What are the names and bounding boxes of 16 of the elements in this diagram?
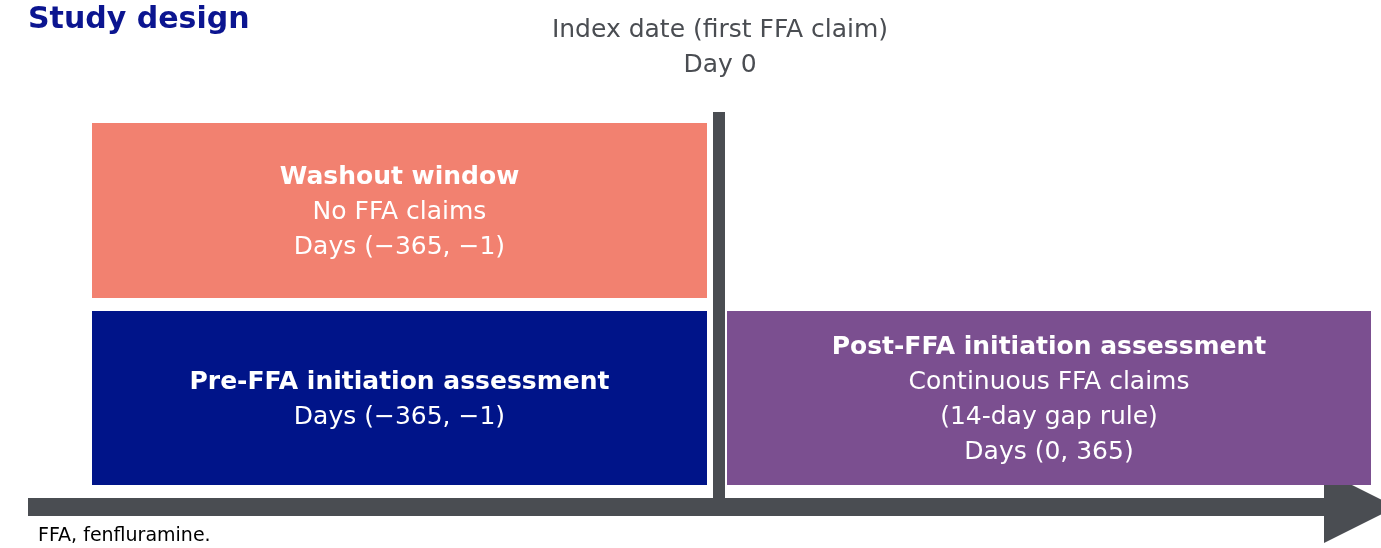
assessment-box [727, 311, 1371, 485]
assessment-box [92, 311, 707, 485]
washout-window-box [92, 123, 707, 298]
box-heading: Post-FFA initiation assessment [831, 330, 1267, 362]
box-text: Continuous FFA claims [908, 365, 1190, 397]
box-heading: Pre-FFA initiation assessment [189, 365, 610, 397]
box-text: Days (−365, −1) [293, 230, 506, 262]
box-text: Days (−365, −1) [293, 400, 506, 432]
box-text: No FFA claims [312, 195, 487, 227]
box-heading: Washout window [279, 160, 520, 192]
day-label: Day 0 [682, 49, 758, 78]
title: Study design [28, 0, 250, 35]
footnote: FFA, fenfluramine. [38, 523, 212, 545]
box-text: (14-day gap rule) [940, 400, 1158, 432]
box-text: Days (0, 365) [964, 435, 1134, 467]
index-date-label: Index date (first FFA claim) [550, 14, 890, 43]
